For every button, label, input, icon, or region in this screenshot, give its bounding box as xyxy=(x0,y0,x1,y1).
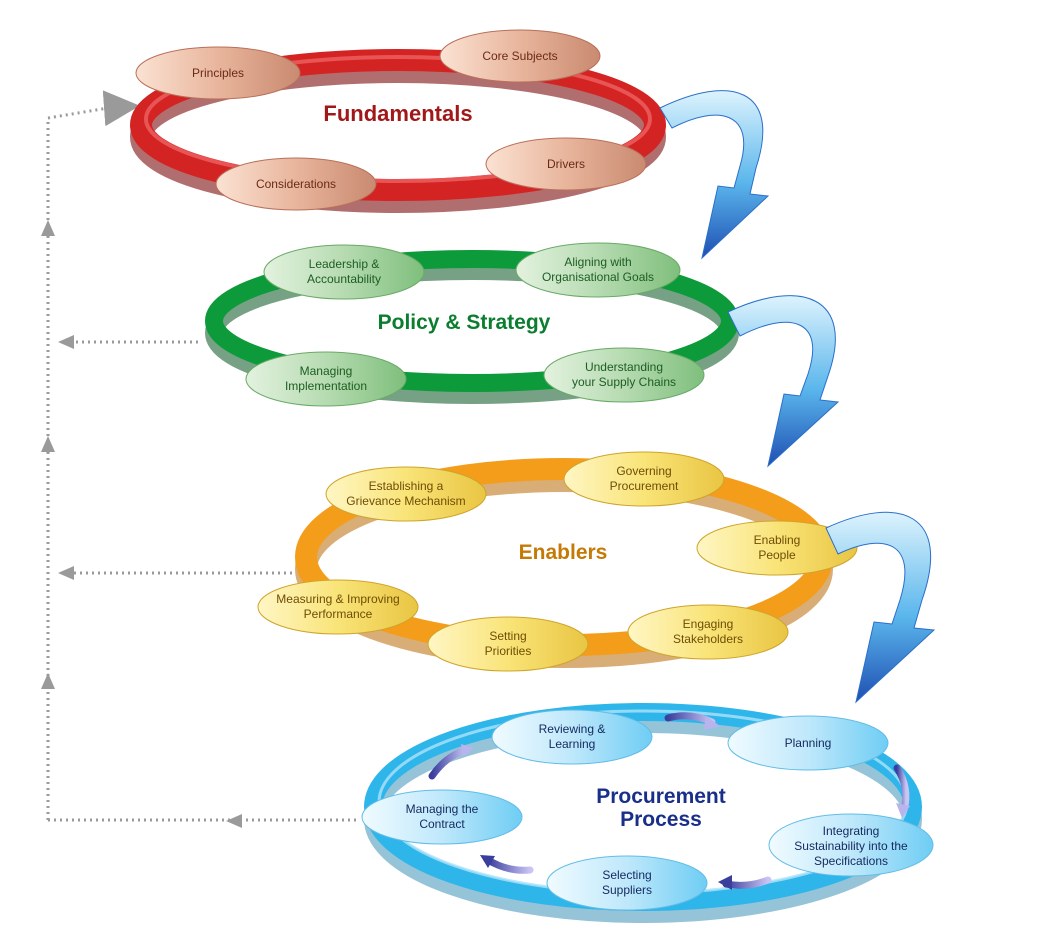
node-label: Managing the xyxy=(406,802,479,816)
node-label: Principles xyxy=(192,66,244,80)
flow-arrow-icon xyxy=(480,855,495,868)
node-enabling-people[interactable]: Enabling People xyxy=(696,520,858,576)
node-label: Sustainability into the xyxy=(794,839,908,853)
node-principles[interactable]: Principles xyxy=(135,46,301,100)
procurement-title: Process xyxy=(620,808,702,831)
node-label: People xyxy=(758,548,796,562)
node-label: Reviewing & xyxy=(539,722,606,736)
node-grievance-mechanism[interactable]: Establishing a Grievance Mechanism xyxy=(325,466,487,522)
policy-ring xyxy=(205,250,739,404)
curved-arrow-icon xyxy=(659,90,770,260)
node-selecting-suppliers[interactable]: Selecting Suppliers xyxy=(546,855,708,911)
fundamentals-title: Fundamentals xyxy=(323,101,472,126)
node-core-subjects[interactable]: Core Subjects xyxy=(439,29,601,83)
node-managing-contract[interactable]: Managing the Contract xyxy=(361,789,523,845)
node-label: Understanding xyxy=(585,360,663,374)
node-integrating-sustainability[interactable]: Integrating Sustainability into the Spec… xyxy=(768,813,934,877)
left-arrow-icon xyxy=(58,335,74,349)
fundamentals-ring xyxy=(130,49,666,213)
node-managing-implementation[interactable]: Managing Implementation xyxy=(245,351,407,407)
node-label: Priorities xyxy=(485,644,532,658)
flow-arrow-icon xyxy=(704,716,720,730)
node-label: Stakeholders xyxy=(673,632,743,646)
feedback-arrow-top-icon xyxy=(102,90,140,127)
node-label: Learning xyxy=(549,737,596,751)
node-setting-priorities[interactable]: Setting Priorities xyxy=(427,616,589,672)
node-aligning-goals[interactable]: Aligning with Organisational Goals xyxy=(515,242,681,298)
node-label: Enabling xyxy=(754,533,801,547)
node-label: Drivers xyxy=(547,157,585,171)
node-label: Managing xyxy=(300,364,353,378)
flow-arrow-icon xyxy=(896,803,910,818)
node-label: Accountability xyxy=(307,272,381,286)
node-label: Setting xyxy=(489,629,526,643)
node-understanding-supply-chains[interactable]: Understanding your Supply Chains xyxy=(543,347,705,403)
node-label: Selecting xyxy=(602,868,651,882)
node-label: Contract xyxy=(419,817,465,831)
flow-arrow-icon xyxy=(718,875,732,890)
left-arrow-icon xyxy=(226,814,242,828)
node-label: Specifications xyxy=(814,854,888,868)
node-measuring-performance[interactable]: Measuring & Improving Performance xyxy=(257,579,419,635)
node-label: Procurement xyxy=(610,479,679,493)
node-label: Core Subjects xyxy=(482,49,557,63)
feedback-line-vertical xyxy=(46,106,109,820)
left-arrow-icon xyxy=(58,566,74,580)
flow-arrow-icon xyxy=(461,744,474,757)
curved-arrow-icon xyxy=(825,511,936,704)
node-label: Performance xyxy=(304,607,373,621)
node-label: Establishing a xyxy=(369,479,444,493)
up-arrow-icon xyxy=(41,436,55,452)
node-governing-procurement[interactable]: Governing Procurement xyxy=(563,451,725,507)
node-reviewing-learning[interactable]: Reviewing & Learning xyxy=(491,709,653,765)
flow-arrow-icon xyxy=(484,856,534,874)
node-label: Grievance Mechanism xyxy=(346,494,465,508)
feedback-loop xyxy=(41,90,358,828)
procurement-title: Procurement xyxy=(596,785,726,808)
node-label: Engaging xyxy=(683,617,734,631)
node-label: Integrating xyxy=(823,824,880,838)
node-label: Planning xyxy=(785,736,832,750)
up-arrow-icon xyxy=(41,673,55,689)
node-label: Organisational Goals xyxy=(542,270,654,284)
node-engaging-stakeholders[interactable]: Engaging Stakeholders xyxy=(627,604,789,660)
curved-arrow-icon xyxy=(727,295,840,468)
node-label: Governing xyxy=(616,464,671,478)
policy-title: Policy & Strategy xyxy=(378,311,551,334)
node-label: Implementation xyxy=(285,379,367,393)
node-label: Measuring & Improving xyxy=(276,592,399,606)
node-label: your Supply Chains xyxy=(572,375,676,389)
node-planning[interactable]: Planning xyxy=(727,715,889,771)
node-leadership-accountability[interactable]: Leadership & Accountability xyxy=(263,244,425,300)
node-considerations[interactable]: Considerations xyxy=(215,157,377,211)
up-arrow-icon xyxy=(41,220,55,236)
enablers-title: Enablers xyxy=(519,541,608,564)
process-flow-arrows xyxy=(428,712,910,890)
node-label: Considerations xyxy=(256,177,336,191)
node-drivers[interactable]: Drivers xyxy=(485,137,647,191)
node-label: Leadership & xyxy=(309,257,380,271)
node-label: Aligning with xyxy=(564,255,631,269)
node-label: Suppliers xyxy=(602,883,652,897)
flow-arrow-icon xyxy=(722,876,772,889)
